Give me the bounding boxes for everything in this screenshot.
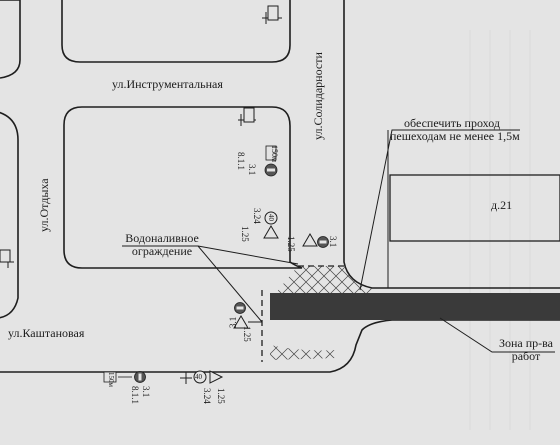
sign-triangle-upper bbox=[263, 211, 279, 239]
road-edge-east bbox=[343, 0, 560, 289]
work-zone-callout-line1: Зона пр-ва bbox=[498, 336, 553, 350]
sign-corner-label-2: 3.1 bbox=[328, 236, 338, 248]
block-top bbox=[61, 0, 291, 63]
pedestrian-callout: обеспечить проход пешеходам не менее 1,5… bbox=[390, 116, 520, 143]
building-d21 bbox=[389, 174, 560, 242]
sign-bottom-label-1: 3.1 bbox=[141, 386, 151, 398]
pedestrian-callout-line1: обеспечить проход bbox=[404, 116, 500, 130]
sign-stack-bottom bbox=[103, 371, 146, 383]
street-label-otdykha: ул.Отдыха bbox=[37, 178, 51, 232]
block-left bbox=[0, 111, 19, 319]
sign-upper-label-1: 3.1 bbox=[247, 164, 257, 176]
pedestrian-callout-line2: пешеходам не менее 1,5м bbox=[390, 129, 520, 143]
sign-left-work-label-1: 3.1 bbox=[228, 316, 238, 328]
work-zone-callout: Зона пр-ва работ bbox=[496, 337, 556, 363]
detour-hatch-zone bbox=[270, 266, 372, 360]
sign-triangle-upper-label-2: 1.25 bbox=[240, 226, 250, 242]
barrier-callout: Водоналивное ограждение bbox=[122, 232, 202, 258]
sign-triangle-bottom-label-2: 3.24 bbox=[202, 388, 212, 404]
sign-bottom-plate: 150м bbox=[107, 372, 115, 387]
leader-work-zone bbox=[439, 317, 555, 353]
sign-triangle-bottom-label-1: 1.25 bbox=[216, 388, 226, 404]
building-label: д.21 bbox=[491, 198, 513, 212]
street-label-solidarnosti: ул.Солидарности bbox=[311, 52, 325, 140]
sign-triangle-upper-label-1: 3.24 bbox=[252, 208, 262, 224]
background-texture bbox=[469, 30, 531, 430]
street-label-instrumentalnaya: ул.Инструментальная bbox=[112, 77, 223, 91]
work-zone-callout-line2: работ bbox=[511, 349, 541, 363]
barrier-callout-line1: Водоналивное bbox=[125, 231, 199, 245]
street-label-kashtanovaya: ул.Каштановая bbox=[8, 326, 85, 340]
barrier-callout-line2: ограждение bbox=[131, 244, 193, 258]
sign-pole-left bbox=[0, 249, 14, 268]
sign-triangle-upper-speed: 40 bbox=[267, 214, 275, 221]
sign-corner-label-1: 1.25 bbox=[286, 236, 296, 252]
leader-pedestrian bbox=[359, 129, 520, 291]
sign-corner bbox=[302, 233, 329, 248]
leader-barrier-2 bbox=[197, 245, 299, 265]
sign-left-work bbox=[233, 302, 262, 329]
sign-left-work-label-2: 1.25 bbox=[242, 326, 252, 342]
block-top-left bbox=[0, 0, 21, 79]
road-edge-south bbox=[0, 319, 560, 373]
sign-pole-upper bbox=[238, 107, 256, 126]
sign-stack-upper bbox=[264, 145, 278, 177]
sign-triangle-bottom-speed: 40 bbox=[195, 373, 202, 381]
sign-pole-top bbox=[262, 5, 282, 24]
sign-upper-label-2: 8.1.1 bbox=[236, 152, 246, 170]
work-zone-bar bbox=[270, 293, 560, 320]
sign-bottom-label-2: 8.1.1 bbox=[130, 386, 140, 404]
sign-upper-plate: 150м bbox=[270, 145, 279, 163]
sign-triangle-bottom bbox=[180, 370, 224, 384]
